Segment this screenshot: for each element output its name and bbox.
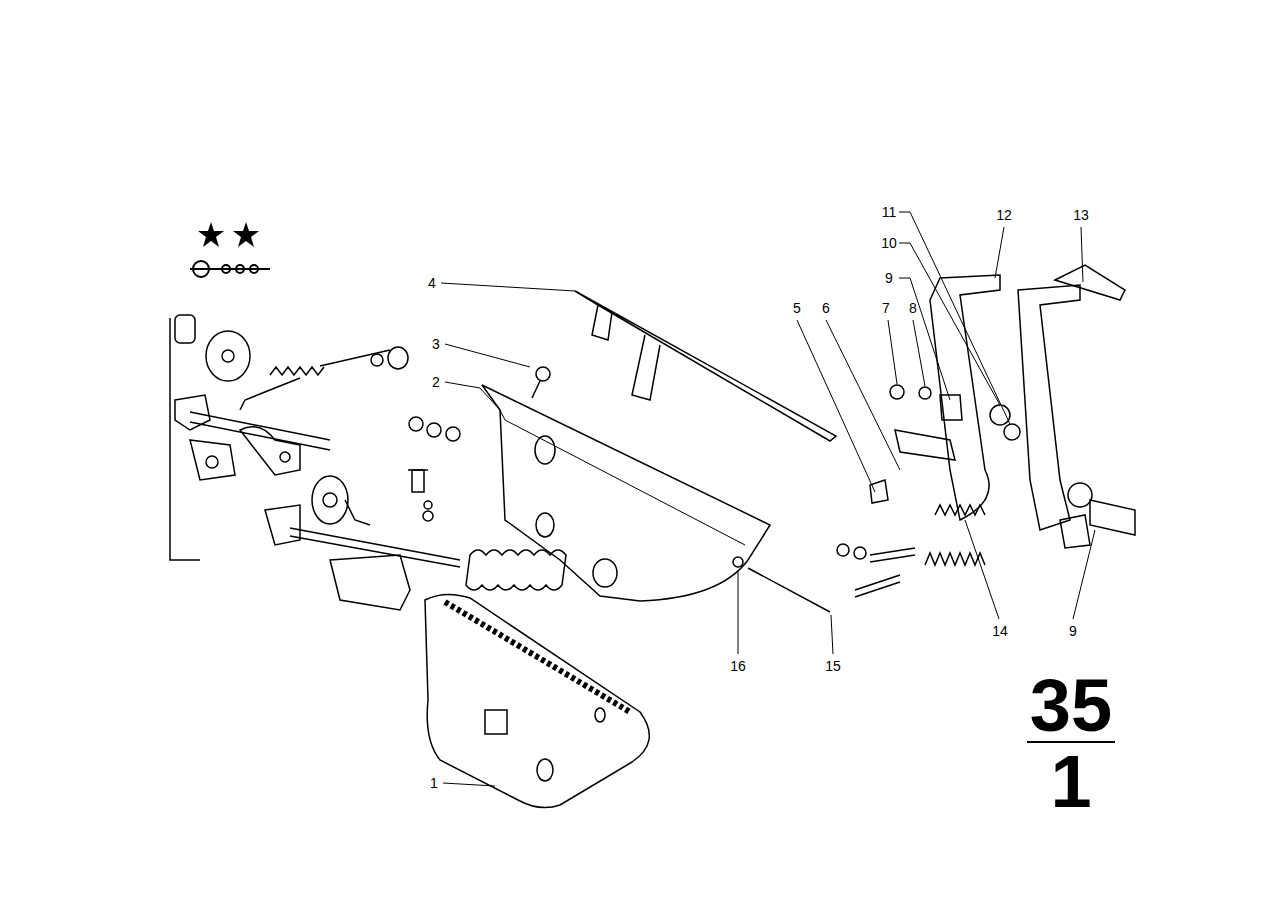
callout-number: 6 <box>822 301 830 315</box>
callout-number: 9 <box>885 271 893 285</box>
leader-line <box>441 212 1095 786</box>
pedal-housing <box>482 385 770 601</box>
group-number: 1 <box>1050 745 1091 819</box>
callout-number: 11 <box>882 205 897 219</box>
callout-number: 7 <box>882 301 890 315</box>
callout-number: 10 <box>881 236 897 250</box>
callout-number: 8 <box>909 301 917 315</box>
callout-number: 4 <box>428 276 436 290</box>
lower-housing <box>425 594 649 807</box>
callout-number: 16 <box>730 659 746 673</box>
callout-number: 9 <box>1069 624 1077 638</box>
pedal-mechanism <box>170 315 617 610</box>
group-number: 35 <box>1030 669 1112 743</box>
callout-number: 13 <box>1073 208 1089 222</box>
callout-number: 12 <box>996 208 1012 222</box>
model-symbol <box>198 222 259 247</box>
model-symbol <box>190 261 270 277</box>
spring <box>925 505 985 565</box>
callout-number: 3 <box>432 337 440 351</box>
callout-number: 1 <box>430 776 438 790</box>
callout-number: 14 <box>992 624 1008 638</box>
callout-number: 15 <box>825 659 841 673</box>
callout-number: 5 <box>793 301 801 315</box>
pedal <box>870 265 1135 548</box>
bracket <box>575 291 836 441</box>
callout-number: 2 <box>432 375 440 389</box>
